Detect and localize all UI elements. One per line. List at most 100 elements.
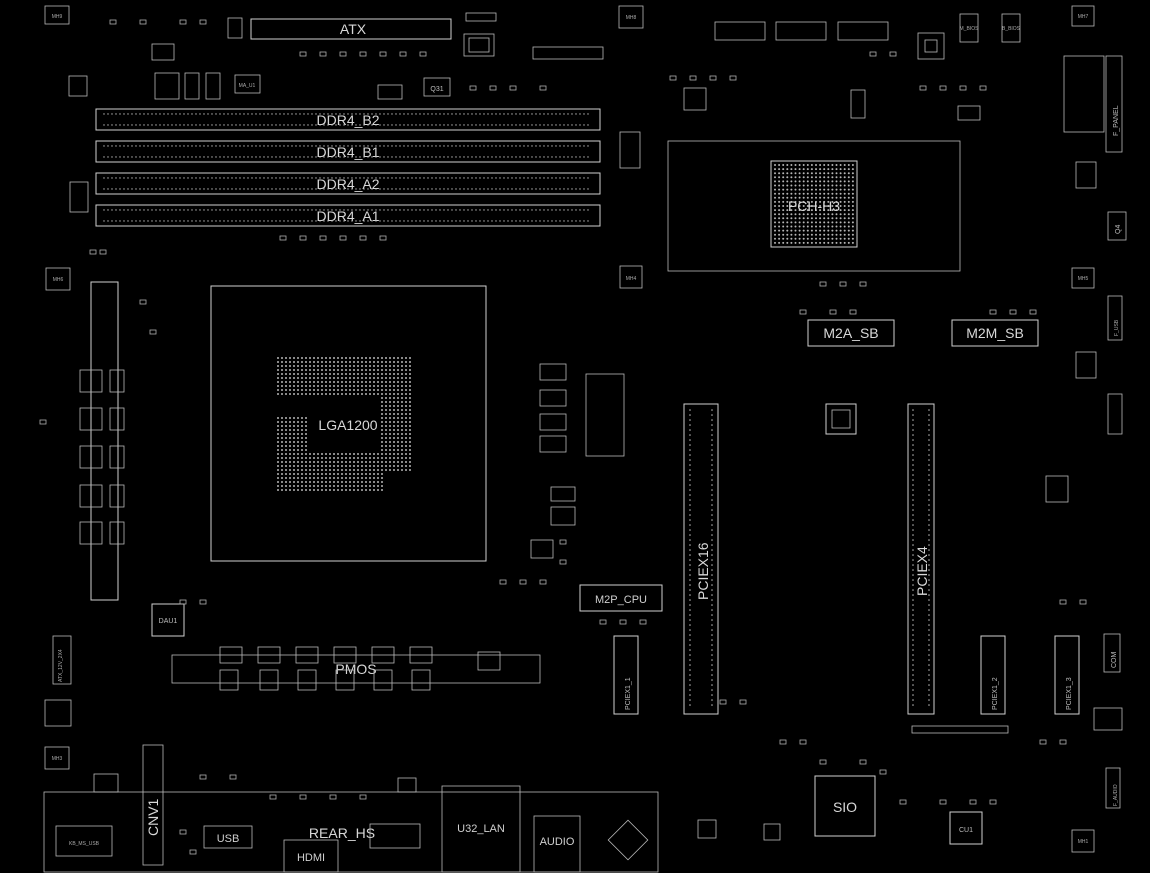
dimm-pin xyxy=(479,124,481,126)
cpu-pad xyxy=(317,357,319,359)
dimm-pin xyxy=(291,209,293,211)
pch-ball xyxy=(831,241,834,244)
pch-ball xyxy=(847,237,850,240)
cpu-pad xyxy=(393,369,395,371)
dimm-pin xyxy=(451,177,453,179)
cpu-pad xyxy=(397,361,399,363)
cpu-pad xyxy=(365,465,367,467)
cpu-pad xyxy=(289,373,291,375)
pch-ball xyxy=(782,237,785,240)
pch-ball xyxy=(790,237,793,240)
cpu-pad xyxy=(393,385,395,387)
pcie-pin xyxy=(689,694,691,696)
cpu-pad xyxy=(353,393,355,395)
pch-ball xyxy=(782,221,785,224)
pch-ball xyxy=(823,180,826,183)
dimm-pin xyxy=(355,188,357,190)
cpu-pad xyxy=(297,449,299,451)
cpu-pad xyxy=(313,477,315,479)
dimm-pin xyxy=(407,188,409,190)
dimm-pin xyxy=(299,145,301,147)
dimm-pin xyxy=(119,188,121,190)
dimm-pin xyxy=(443,145,445,147)
cpu-pad xyxy=(329,453,331,455)
dimm-pin xyxy=(563,156,565,158)
dimm-pin xyxy=(407,113,409,115)
pch-ball xyxy=(786,188,789,191)
cpu-pad xyxy=(385,425,387,427)
cpu-pad xyxy=(393,417,395,419)
pch-ball xyxy=(806,237,809,240)
cpu-pad xyxy=(369,389,371,391)
dimm-pin xyxy=(583,177,585,179)
dimm-pin xyxy=(467,209,469,211)
pch-ball xyxy=(823,188,826,191)
dimm-pin xyxy=(483,113,485,115)
dimm-pin xyxy=(167,145,169,147)
dimm-pin xyxy=(211,177,213,179)
cpu-pad xyxy=(357,477,359,479)
pch-ball xyxy=(827,200,830,203)
dimm-pin xyxy=(551,113,553,115)
pch-ball xyxy=(851,200,854,203)
pch-ball xyxy=(851,184,854,187)
dimm-pin xyxy=(131,209,133,211)
cpu-pad xyxy=(409,441,411,443)
mh6-label: MH6 xyxy=(53,277,64,283)
cpu-pad xyxy=(305,433,307,435)
pcie-pin xyxy=(689,534,691,536)
cpu-pad xyxy=(389,433,391,435)
dimm-pin xyxy=(403,220,405,222)
cpu-pad xyxy=(353,485,355,487)
cpu-pad xyxy=(409,389,411,391)
cpu-pad xyxy=(401,465,403,467)
f-usb-label: F_USB xyxy=(1114,319,1120,336)
cpu-pad xyxy=(293,429,295,431)
smd-pad xyxy=(299,794,307,800)
cpu-pad xyxy=(393,469,395,471)
pcie-pin xyxy=(912,414,914,416)
pch-ball xyxy=(798,164,801,166)
pcie-pin xyxy=(912,494,914,496)
smd-pad xyxy=(299,51,307,57)
cpu-pad xyxy=(285,365,287,367)
pcie-pin xyxy=(711,664,713,666)
dimm-pin xyxy=(339,145,341,147)
cpu-pad xyxy=(385,441,387,443)
pcie-pin xyxy=(711,704,713,706)
top-row-parts: MH9 MH8 M_BIOS B_BIOS MH7 MA_U1 Q31 xyxy=(44,5,1095,121)
pcie-pin xyxy=(912,434,914,436)
cpu-pad xyxy=(309,365,311,367)
dimm-pin xyxy=(299,209,301,211)
dimm-pin xyxy=(131,124,133,126)
dimm-pin xyxy=(375,177,377,179)
pcie-pin xyxy=(689,634,691,636)
cpu-pad xyxy=(301,365,303,367)
cpu-pad xyxy=(297,385,299,387)
dimm-pin xyxy=(107,209,109,211)
pcie-pin xyxy=(689,499,691,501)
cpu-pad xyxy=(289,429,291,431)
dimm-pin xyxy=(259,220,261,222)
pch-ball xyxy=(798,217,801,220)
pch-ball xyxy=(778,209,781,212)
pcie-pin xyxy=(912,654,914,656)
dimm-pin xyxy=(339,113,341,115)
cpu-pad xyxy=(385,449,387,451)
pcie-pin xyxy=(711,649,713,651)
pch-ball xyxy=(835,205,838,207)
pcie-pin xyxy=(912,704,914,706)
dimm-pin xyxy=(479,177,481,179)
cpu-pad xyxy=(389,401,391,403)
pch-ball xyxy=(835,229,838,232)
cpu-pad xyxy=(357,361,359,363)
pch-ball xyxy=(815,217,817,220)
pcie-pin xyxy=(689,649,691,651)
cpu-pad xyxy=(393,413,395,415)
pch-ball xyxy=(794,205,797,207)
cpu-pad xyxy=(357,457,359,459)
cpu-pad xyxy=(381,369,383,371)
cpu-pad xyxy=(285,457,287,459)
dimm-pin xyxy=(247,220,249,222)
dimm-pin xyxy=(399,177,401,179)
